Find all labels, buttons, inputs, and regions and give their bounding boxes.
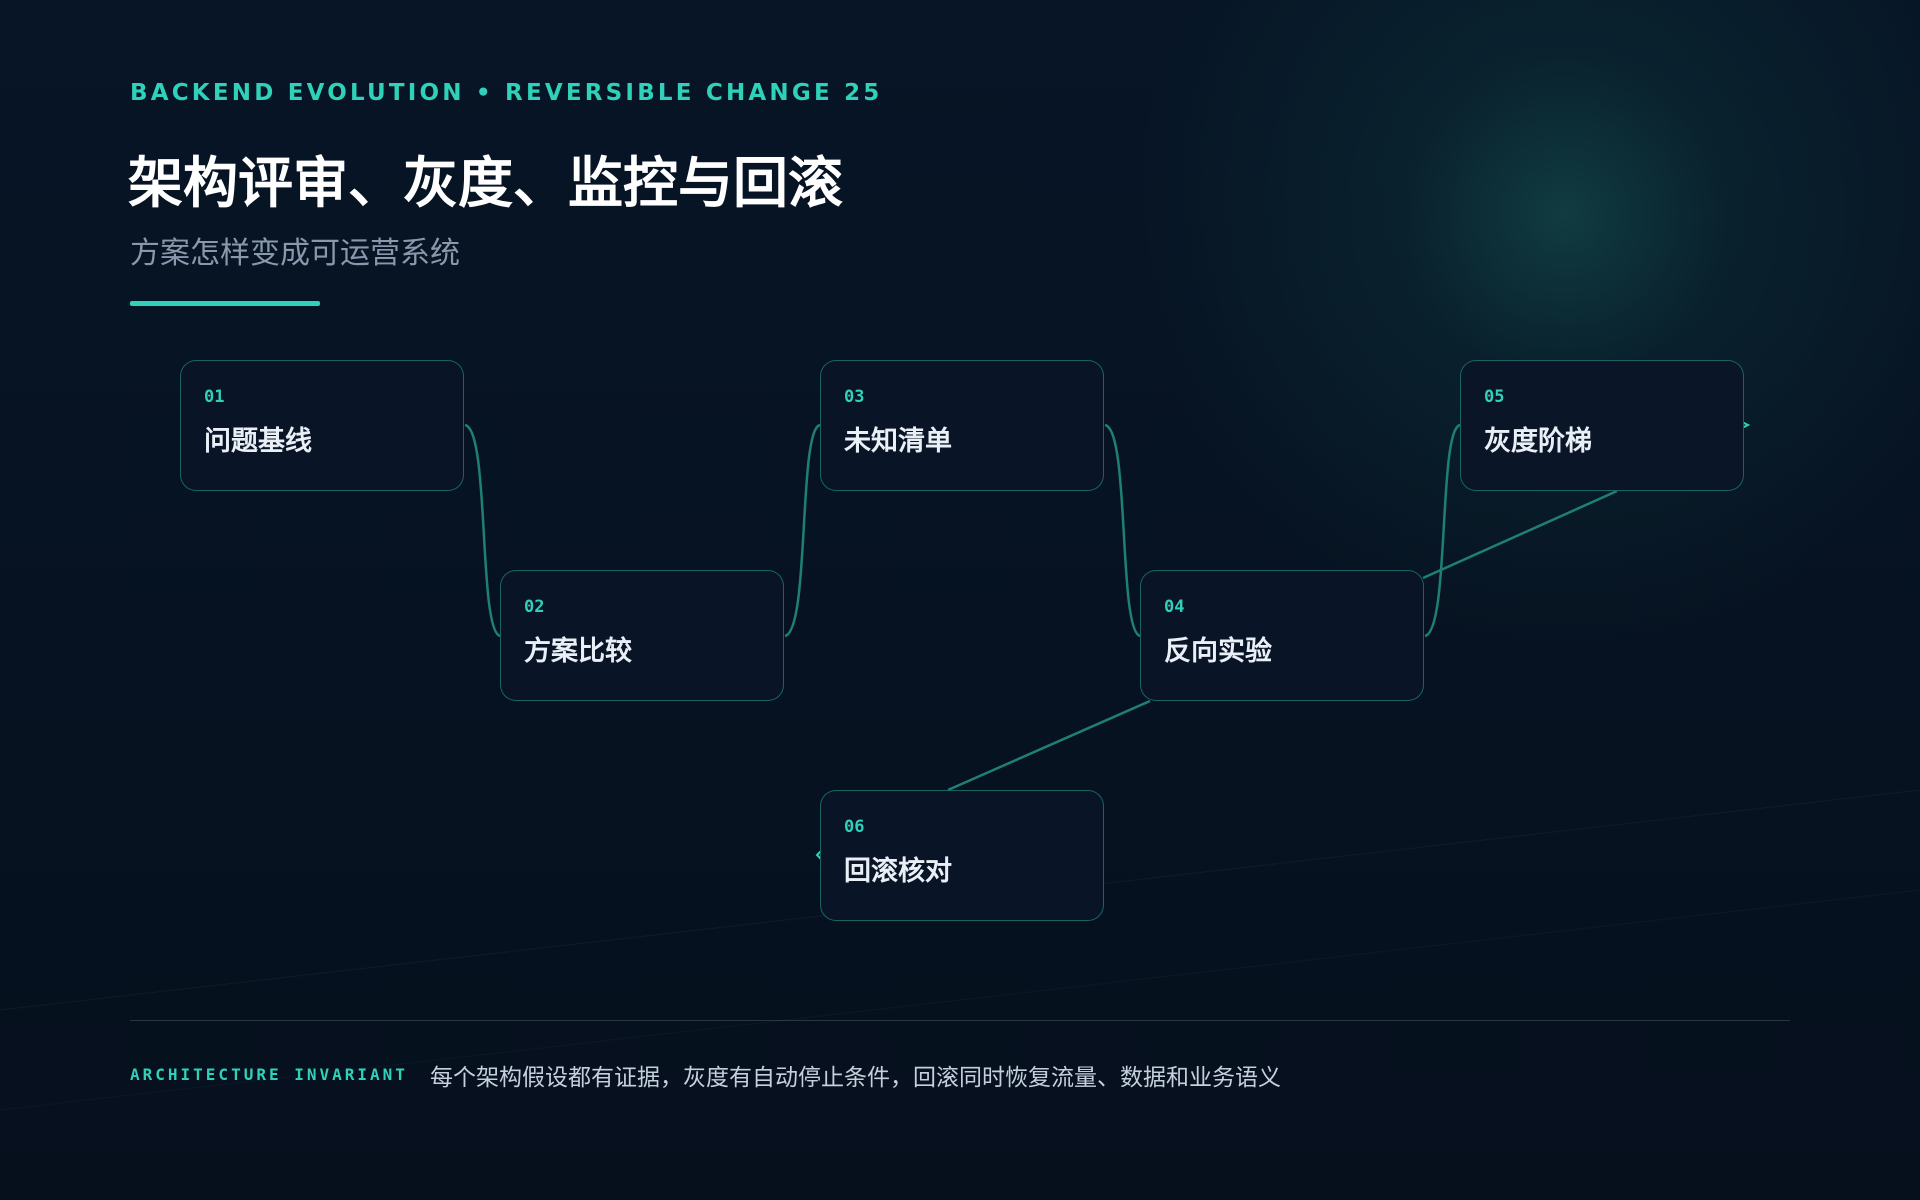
footer-divider (130, 1020, 1790, 1021)
step-label: 问题基线 (204, 426, 312, 457)
connector-04-06-diagonal (947, 699, 1151, 792)
title-accent-bar (130, 301, 320, 306)
footer-text: 每个架构假设都有证据，灰度有自动停止条件，回滚同时恢复流量、数据和业务语义 (430, 1065, 1281, 1091)
connector-02-03 (784, 423, 821, 638)
step-label: 反向实验 (1164, 636, 1272, 667)
step-number: 05 (1484, 387, 1505, 407)
connector-01-02 (464, 423, 501, 638)
step-label: 方案比较 (524, 636, 632, 667)
step-number: 06 (844, 817, 865, 837)
step-label: 回滚核对 (844, 856, 952, 887)
footer-tag: ARCHITECTURE INVARIANT (130, 1065, 408, 1084)
step-number: 03 (844, 387, 865, 407)
connector-04-05 (1424, 423, 1461, 638)
step-number: 02 (524, 597, 545, 617)
connector-05-04-diagonal (1422, 489, 1618, 580)
eyebrow-label: BACKEND EVOLUTION • REVERSIBLE CHANGE 25 (130, 80, 883, 106)
page-subtitle: 方案怎样变成可运营系统 (130, 236, 460, 271)
step-node-03: 03 未知清单 (820, 360, 1104, 491)
step-node-05: 05 灰度阶梯 (1460, 360, 1744, 491)
step-label: 未知清单 (844, 426, 952, 457)
step-label: 灰度阶梯 (1484, 426, 1592, 457)
connector-03-04 (1104, 423, 1141, 638)
page-title: 架构评审、灰度、监控与回滚 (128, 151, 844, 215)
step-node-04: 04 反向实验 (1140, 570, 1424, 701)
step-node-01: 01 问题基线 (180, 360, 464, 491)
step-number: 04 (1164, 597, 1185, 617)
connector-end-arrow-05 (1741, 421, 1751, 429)
step-number: 01 (204, 387, 225, 407)
step-node-06: 06 回滚核对 (820, 790, 1104, 921)
step-node-02: 02 方案比较 (500, 570, 784, 701)
